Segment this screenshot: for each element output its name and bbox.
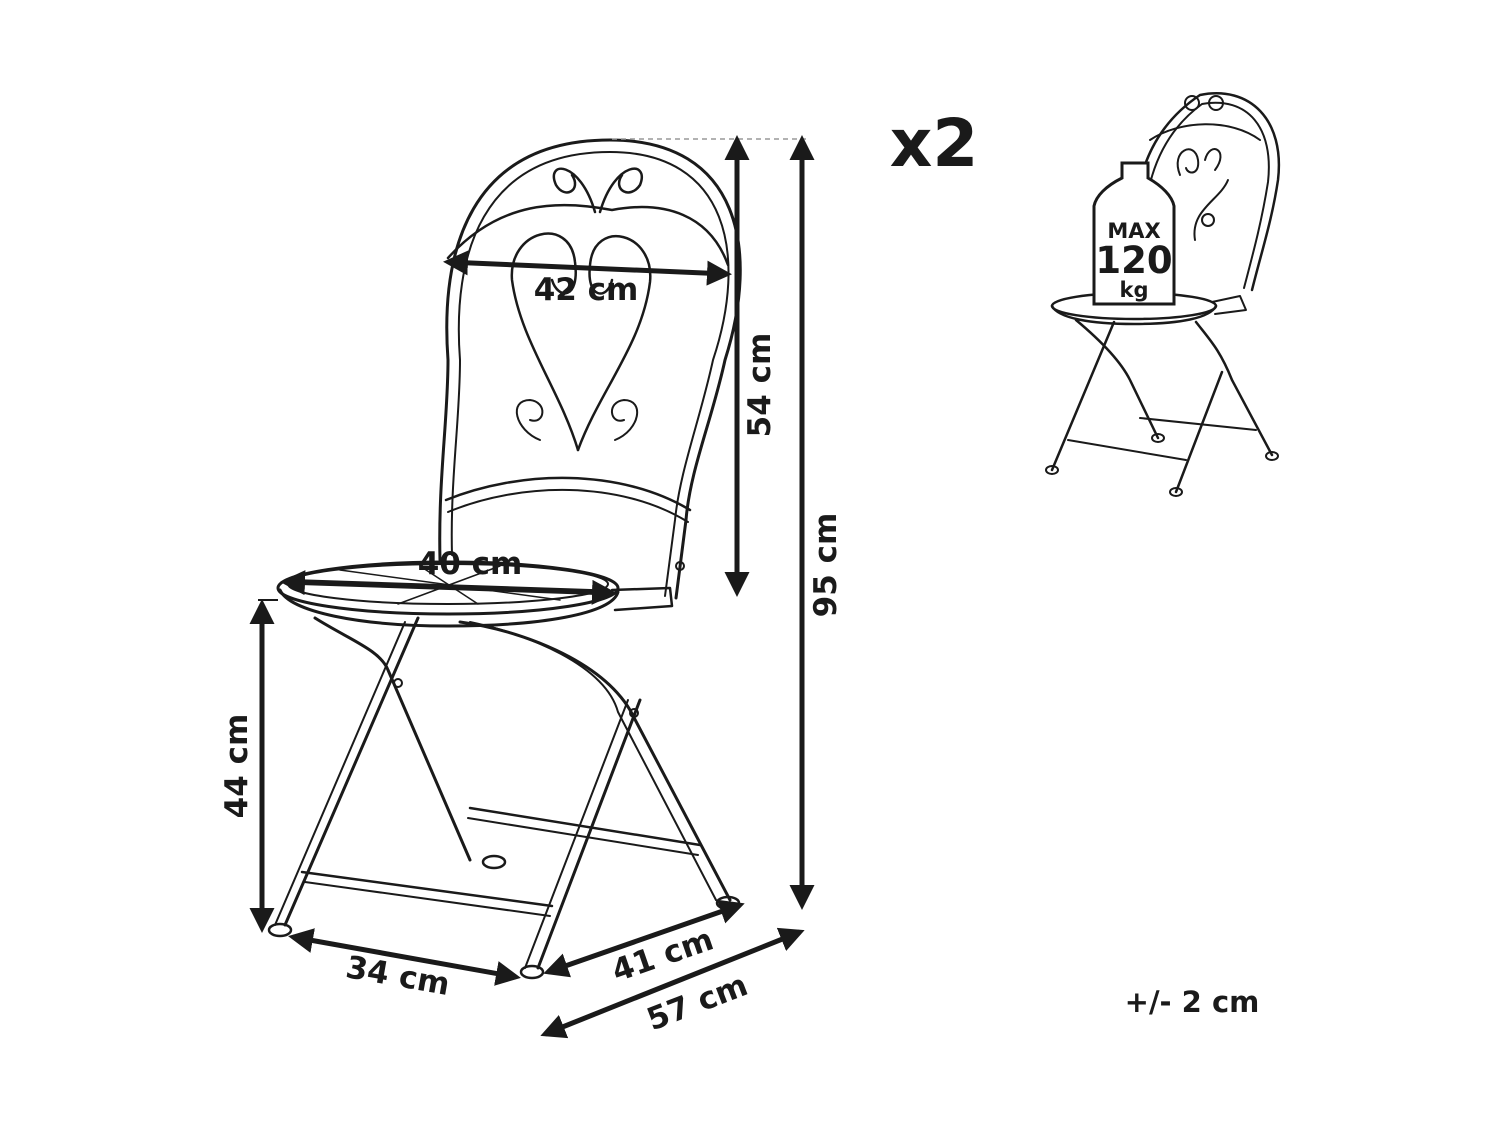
weight-badge-max: MAX: [1107, 219, 1160, 243]
dimension-arrow-front-width: [288, 928, 521, 986]
weight-badge-value: 120: [1095, 239, 1172, 282]
label-total-depth: 57 cm: [642, 967, 753, 1038]
label-total-height: 95 cm: [808, 513, 844, 618]
max-weight-badge: MAX 120 kg: [1092, 161, 1176, 306]
weight-badge-shape: [1092, 161, 1176, 306]
label-backrest-width: 42 cm: [534, 272, 639, 308]
dimension-arrow-seat-diameter: [280, 570, 617, 605]
weight-badge-unit: kg: [1120, 278, 1149, 302]
tolerance-label: +/- 2 cm: [1125, 985, 1260, 1019]
label-seat-diameter: 40 cm: [418, 546, 523, 582]
dimension-arrow-total-depth: [540, 927, 805, 1039]
label-seat-height: 44 cm: [219, 714, 255, 819]
dimension-arrow-backrest-width: [443, 250, 732, 286]
label-backrest-height: 54 cm: [742, 333, 778, 438]
quantity-label: x2: [890, 105, 979, 182]
label-front-width: 34 cm: [343, 949, 452, 1003]
chair-thumbnail-illustration: [1045, 92, 1281, 497]
